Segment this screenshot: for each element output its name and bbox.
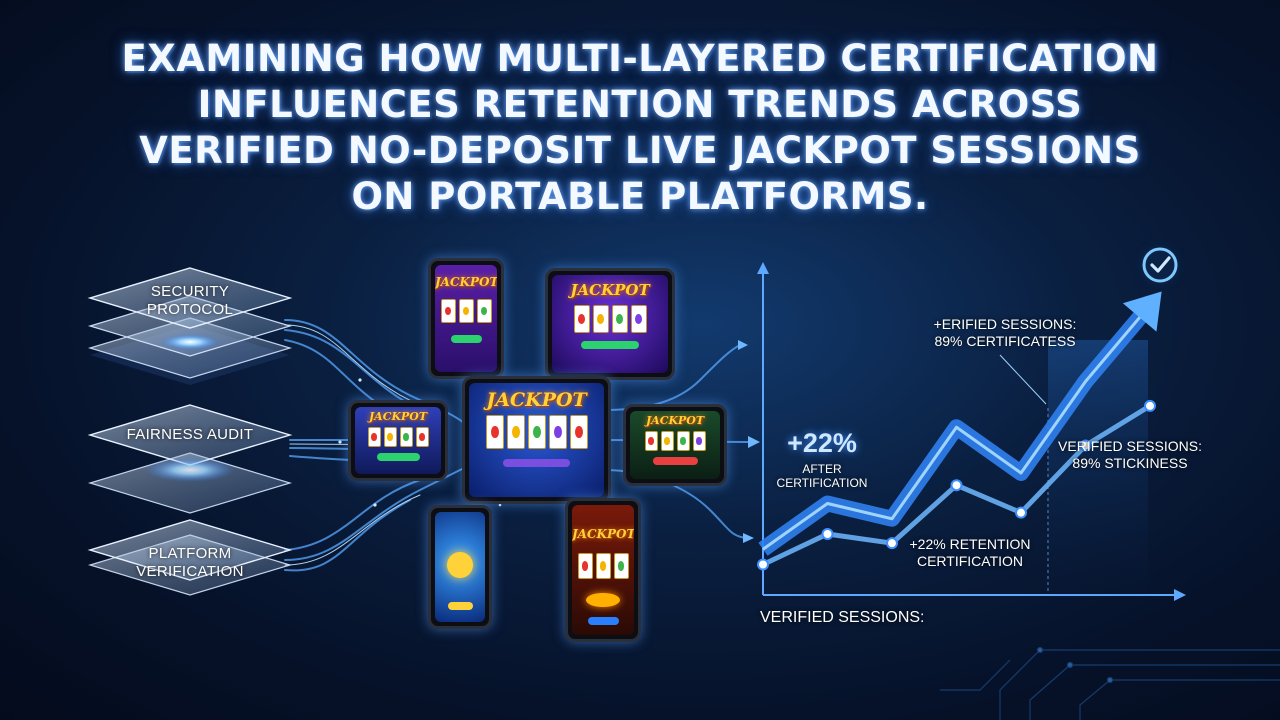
title-line: EXAMINING HOW MULTI-LAYERED CERTIFICATIO… xyxy=(121,37,1159,80)
data-point xyxy=(1079,439,1092,452)
title-line: INFLUENCES RETENTION TRENDS ACROSS xyxy=(197,83,1083,126)
jackpot-text: JACKPOT xyxy=(570,281,650,299)
jackpot-text: JACKPOT xyxy=(368,410,428,423)
series-main-highlight xyxy=(762,304,1152,551)
arrow-up-icon xyxy=(1122,291,1162,332)
after-certification-label: AFTER CERTIFICATION xyxy=(776,462,868,490)
data-point xyxy=(1144,399,1156,412)
jackpot-text: JACKPOT xyxy=(486,389,587,411)
annotation-top: +ERIFIED SESSIONS: 89% CERTIFICATESS xyxy=(933,316,1077,349)
data-point xyxy=(1015,506,1027,519)
flow-arrowheads xyxy=(738,340,760,543)
layer-stack xyxy=(87,267,293,596)
jackpot-text: JACKPOT xyxy=(572,527,634,541)
phone-device: JACKPOT xyxy=(428,258,504,379)
phone-device: JACKPOT xyxy=(565,498,641,642)
coin-pile-icon xyxy=(586,593,620,607)
tablet-device: JACKPOT xyxy=(623,404,727,486)
check-circle-icon xyxy=(1140,245,1180,285)
title-line: ON PORTABLE PLATFORMS. xyxy=(351,175,929,218)
phone-device xyxy=(428,505,492,629)
page-title: EXAMINING HOW MULTI-LAYERED CERTIFICATIO… xyxy=(80,36,1200,220)
jackpot-text: JACKPOT xyxy=(435,275,497,289)
circuit-traces xyxy=(940,646,1280,720)
tablet-device: JACKPOT xyxy=(545,268,675,380)
big-percent: +22% xyxy=(787,428,857,458)
bottom-annotation: +22% RETENTION CERTIFICATION xyxy=(909,536,1031,569)
jackpot-text: JACKPOT xyxy=(645,414,705,427)
data-point xyxy=(886,537,898,550)
layer-label-security: SECURITY PROTOCOL xyxy=(146,283,234,318)
data-point xyxy=(821,528,834,540)
right-annotation: VERIFIED SESSIONS: 89% STICKINESS xyxy=(1058,438,1202,471)
x-axis-label: VERIFIED SESSIONS: xyxy=(760,609,925,626)
tablet-device: JACKPOT xyxy=(348,400,448,481)
layer-label-platform: PLATFORM VERIFICATION xyxy=(136,545,244,580)
title-line: VERIFIED NO-DEPOSIT LIVE JACKPOT SESSION… xyxy=(139,129,1141,172)
tablet-device-main: JACKPOT xyxy=(462,376,611,504)
data-point xyxy=(757,558,769,571)
chart-marks xyxy=(757,291,1162,571)
layer-label-fairness: FAIRNESS AUDIT xyxy=(126,426,254,443)
coin-icon xyxy=(447,552,473,578)
data-point xyxy=(950,479,963,492)
